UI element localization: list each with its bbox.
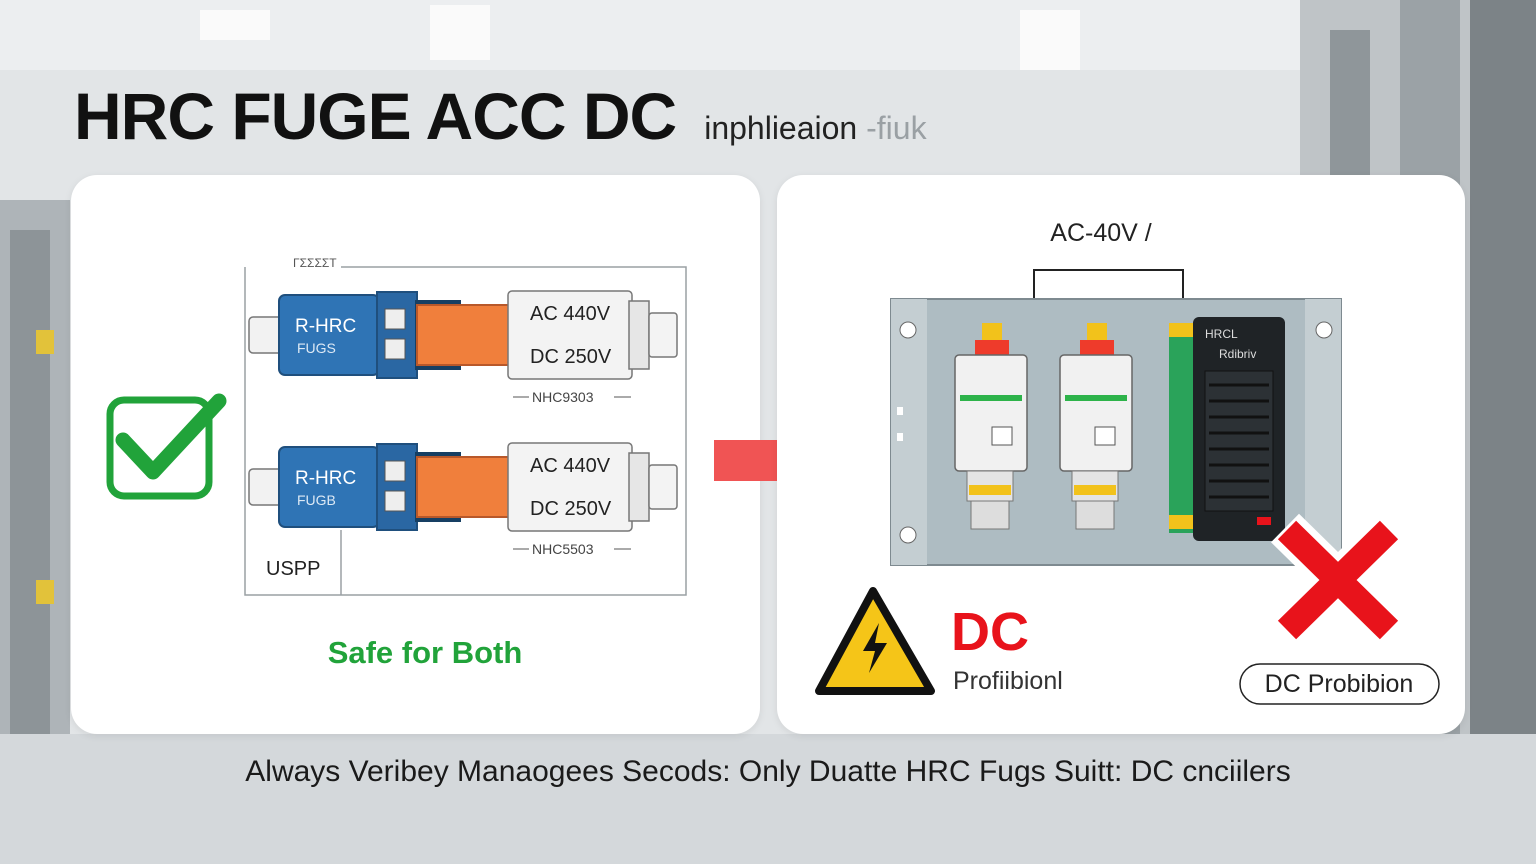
fuse-bottom-dc: DC 250V	[530, 498, 612, 520]
breaker-2	[1059, 323, 1133, 530]
prohibited-panel: AC-40V /	[777, 175, 1465, 734]
fuse-top-sub: FUGS	[297, 340, 336, 356]
fuse-bottom: R-HRC FUGB AC 440V DC 250V NHC5503	[248, 442, 678, 557]
checkmark-icon	[106, 393, 227, 500]
fuse-top-code: NHC9303	[532, 389, 594, 405]
fuse-bottom-code: NHC5503	[532, 541, 594, 557]
fuse-bottom-name: R-HRC	[295, 468, 356, 489]
page-subtitle: inphlieaion -fiuk	[704, 110, 926, 147]
module-label-2: Rdibriv	[1219, 347, 1256, 361]
voltage-label: AC-40V /	[1050, 219, 1151, 247]
fuse-bottom-sub: FUGB	[297, 492, 336, 508]
title-row: HRC FUGE ACC DC inphlieaion -fiuk	[74, 78, 927, 154]
fuse-bottom-ac: AC 440V	[530, 455, 611, 477]
hrc-module: HRCL Rdibriv	[1169, 317, 1285, 541]
fuse-top-name: R-HRC	[295, 316, 356, 337]
safe-label: Safe for Both	[328, 635, 523, 670]
dc-panel-diagram: AC-40V /	[815, 219, 1440, 705]
subtitle-text: inphlieaion	[704, 110, 858, 146]
subtitle-tail: -fiuk	[866, 110, 927, 146]
corner-label: USPP	[266, 558, 320, 580]
breaker-1	[954, 323, 1028, 530]
prohibited-x-icon	[1270, 513, 1406, 647]
module-label-1: HRCL	[1205, 327, 1238, 341]
fuse-top-ac: AC 440V	[530, 303, 611, 325]
dc-label: DC	[951, 602, 1029, 662]
fuse-top: R-HRC FUGS AC 440V DC 250V NHC9303	[248, 290, 678, 405]
dc-prohibited-badge: DC Probibion	[1265, 670, 1414, 698]
footer-caption: Always Veribey Manaogees Secods: Only Du…	[245, 755, 1291, 788]
fuse-diagram: ΓΣΣΣΣΤ USPP R-HRC FUGS AC 440V DC 250V N…	[106, 256, 687, 670]
dc-sub-label: Profiibionl	[953, 667, 1063, 695]
page-title: HRC FUGE ACC DC	[74, 79, 677, 153]
warning-icon	[815, 587, 935, 695]
safe-panel: ΓΣΣΣΣΤ USPP R-HRC FUGS AC 440V DC 250V N…	[71, 175, 760, 734]
fuse-top-dc: DC 250V	[530, 346, 612, 368]
top-label: ΓΣΣΣΣΤ	[293, 256, 337, 270]
